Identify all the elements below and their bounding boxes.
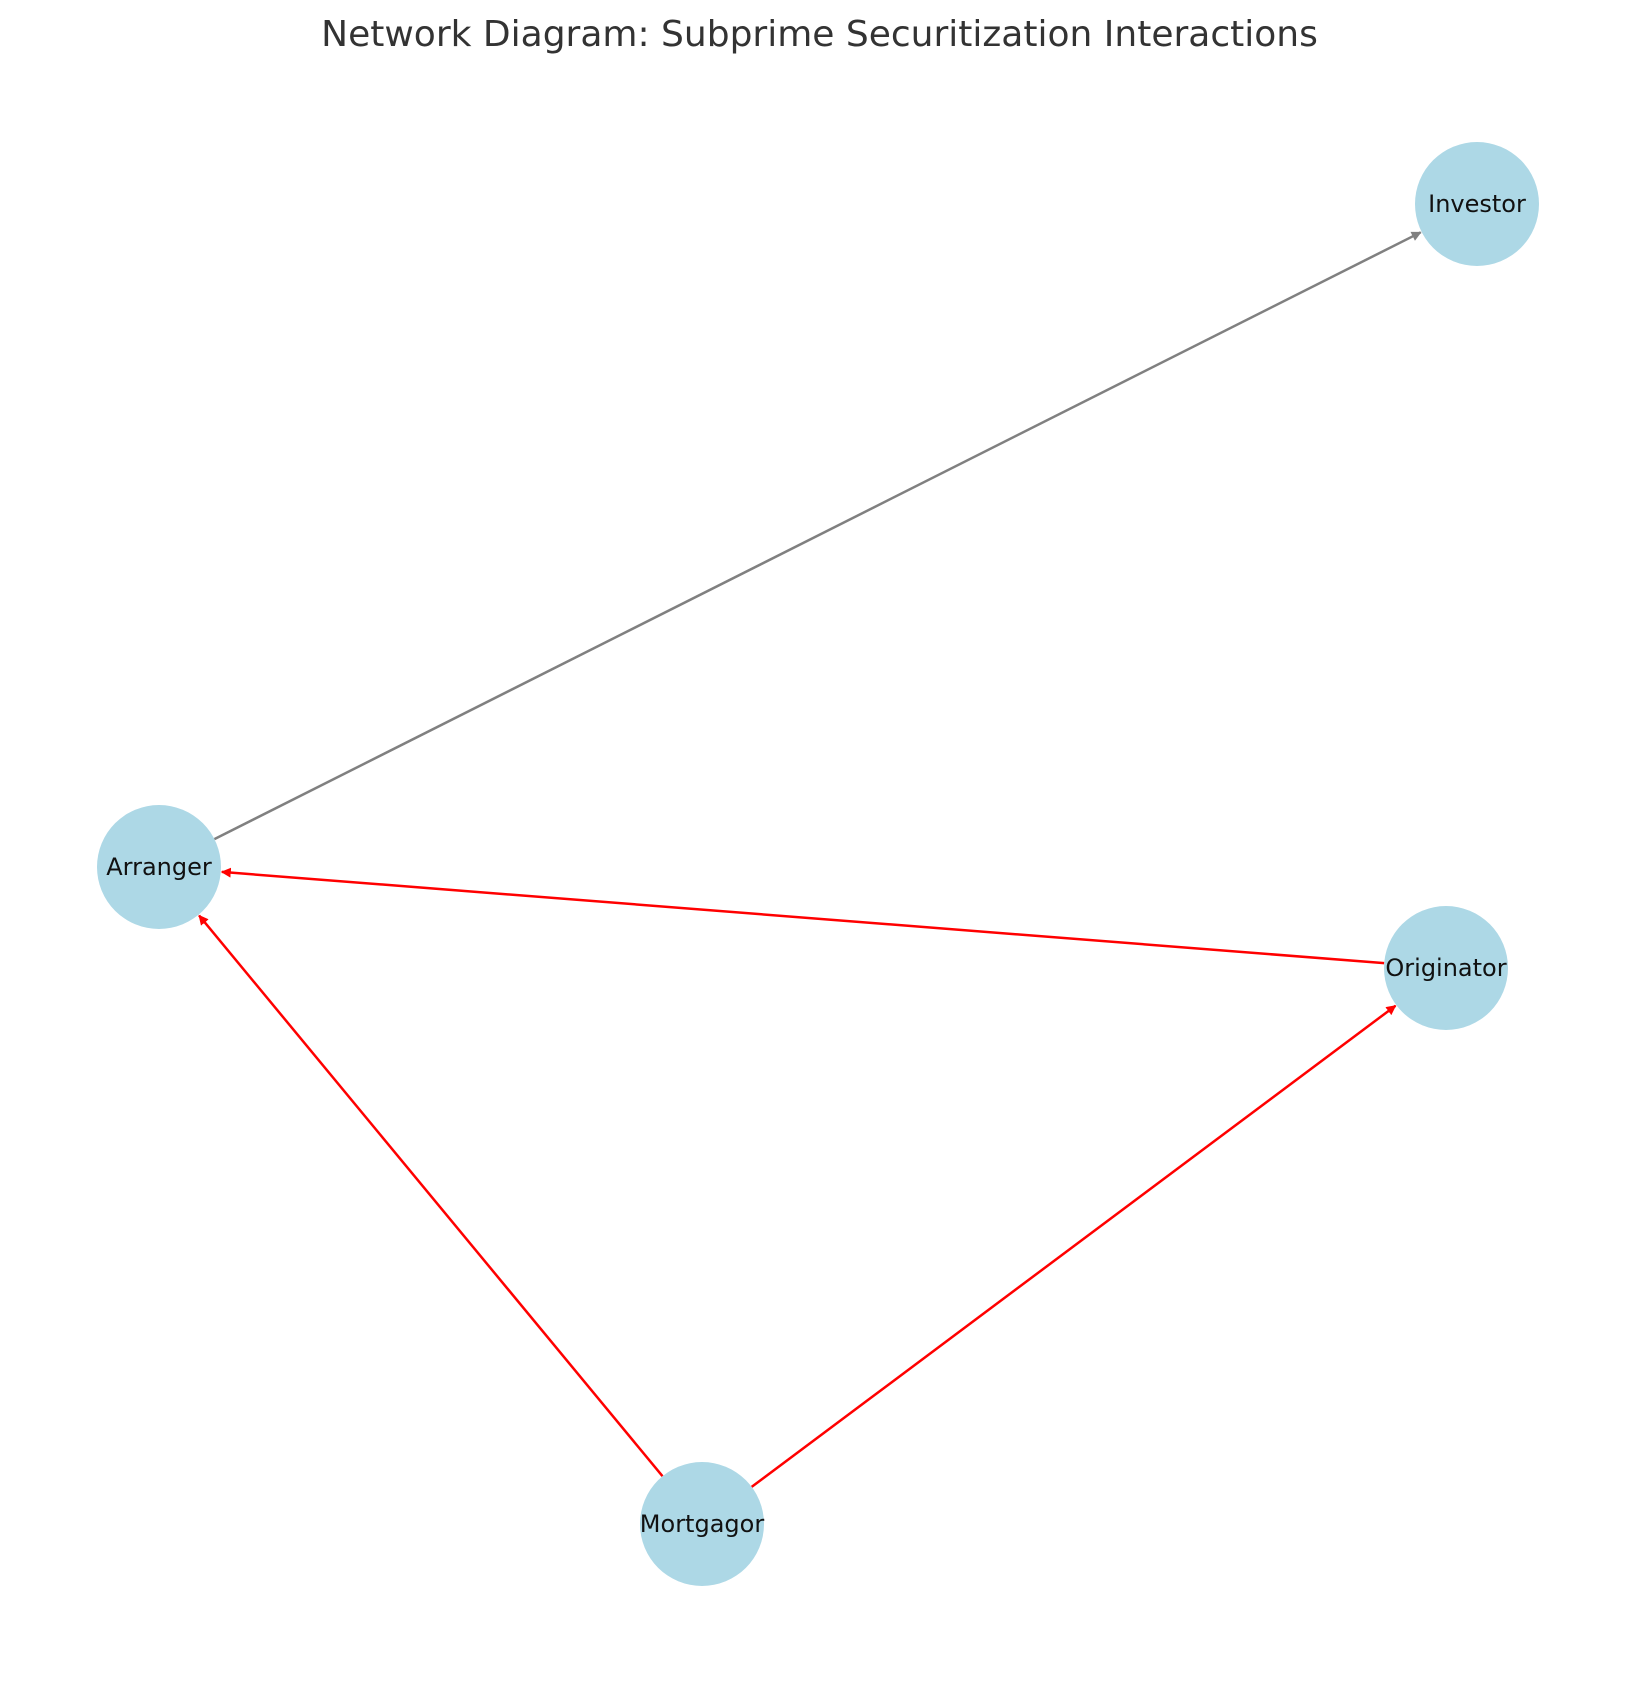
node-circle-investor <box>1415 142 1539 266</box>
node-investor: Investor <box>1415 142 1539 266</box>
page-title: Network Diagram: Subprime Securitization… <box>321 14 1318 55</box>
node-label-arranger: Arranger <box>106 853 212 881</box>
node-arranger: Arranger <box>97 805 221 929</box>
node-originator: Originator <box>1384 906 1508 1030</box>
edge-mortgagor-to-arranger <box>198 914 664 1478</box>
node-label-mortgagor: Mortgagor <box>640 1510 765 1538</box>
node-label-originator: Originator <box>1385 954 1506 982</box>
node-circle-arranger <box>97 805 221 929</box>
edges-layer <box>198 231 1422 1488</box>
node-mortgagor: Mortgagor <box>640 1462 765 1586</box>
node-circle-originator <box>1384 906 1508 1030</box>
node-circle-mortgagor <box>640 1462 764 1586</box>
edge-arranger-to-investor <box>213 231 1422 841</box>
edge-mortgagor-to-originator <box>750 1004 1397 1488</box>
edge-originator-to-arranger <box>220 867 1385 965</box>
node-label-investor: Investor <box>1428 190 1526 218</box>
